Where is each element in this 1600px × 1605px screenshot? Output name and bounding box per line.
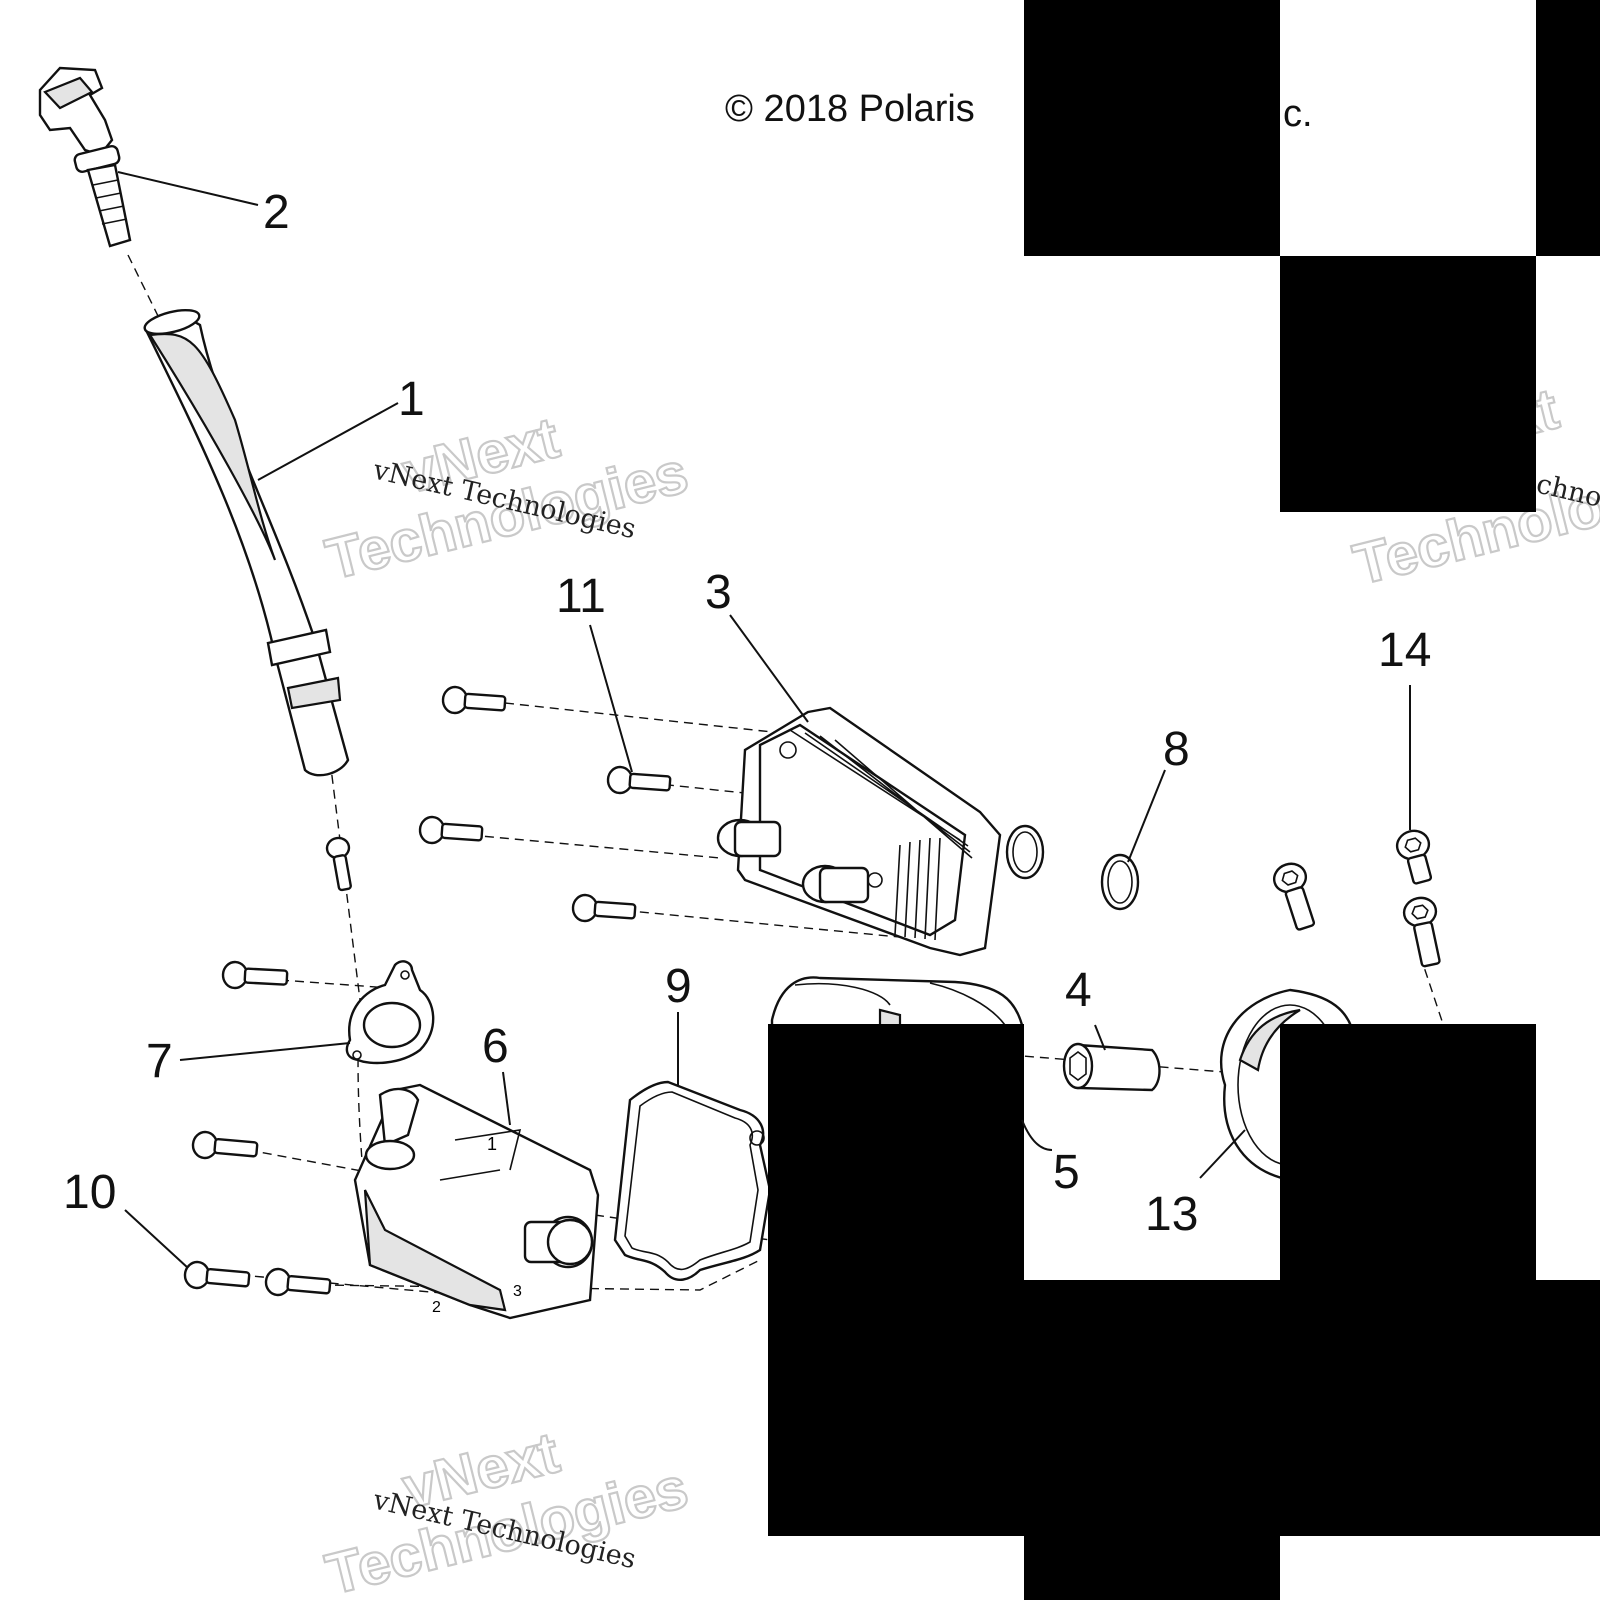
filter-housing-part-6: 1 2 3 <box>353 1083 600 1320</box>
bolt <box>441 685 507 715</box>
bolt <box>418 815 484 845</box>
bolt <box>571 893 637 923</box>
callout-5: 5 <box>1053 1146 1080 1199</box>
gasket-part-9 <box>613 1080 772 1281</box>
bolt <box>264 1267 332 1297</box>
bolt <box>183 1260 251 1290</box>
bolt <box>325 836 352 892</box>
bolt-group-10 <box>183 960 332 1297</box>
bolt <box>1402 896 1441 968</box>
watermark-lower: vNext Technologies <box>319 1419 695 1605</box>
callout-8: 8 <box>1163 723 1190 776</box>
bolt <box>1395 829 1433 885</box>
spacer-part-4 <box>1062 1042 1161 1092</box>
oil-cooler-part <box>716 706 1002 957</box>
leader-lines <box>117 171 1411 1269</box>
bolt <box>606 765 672 795</box>
callout-6: 6 <box>482 1020 509 1073</box>
bolt-group-14 <box>1272 829 1441 968</box>
bolt <box>221 960 289 990</box>
o-ring-part-8 <box>1100 853 1140 911</box>
callout-7: 7 <box>146 1035 173 1088</box>
copyright-tail: c. <box>1283 93 1313 135</box>
callout-2: 2 <box>263 186 290 239</box>
callout-11: 11 <box>556 570 606 623</box>
bolt-group-11 <box>325 685 672 923</box>
callout-1: 1 <box>398 373 425 426</box>
svg-text:2: 2 <box>432 1299 441 1316</box>
callout-3: 3 <box>705 566 732 619</box>
copyright-text: © 2018 Polaris <box>725 88 975 130</box>
bolt <box>191 1130 259 1160</box>
occlusion-blocks <box>768 0 1600 1600</box>
bolt <box>1272 862 1316 931</box>
callout-10: 10 <box>63 1166 116 1219</box>
callout-9: 9 <box>665 960 692 1013</box>
svg-text:3: 3 <box>513 1283 522 1300</box>
svg-text:1: 1 <box>487 1134 497 1154</box>
callouts: 1 2 3 4 5 6 7 8 9 10 11 13 14 <box>63 186 1431 1241</box>
dipstick-handle-part <box>38 66 132 248</box>
gasket-part-7 <box>345 960 435 1065</box>
callout-13: 13 <box>1145 1188 1198 1241</box>
dipstick-tube-part <box>143 308 350 777</box>
callout-4: 4 <box>1065 964 1092 1017</box>
callout-14: 14 <box>1378 624 1431 677</box>
